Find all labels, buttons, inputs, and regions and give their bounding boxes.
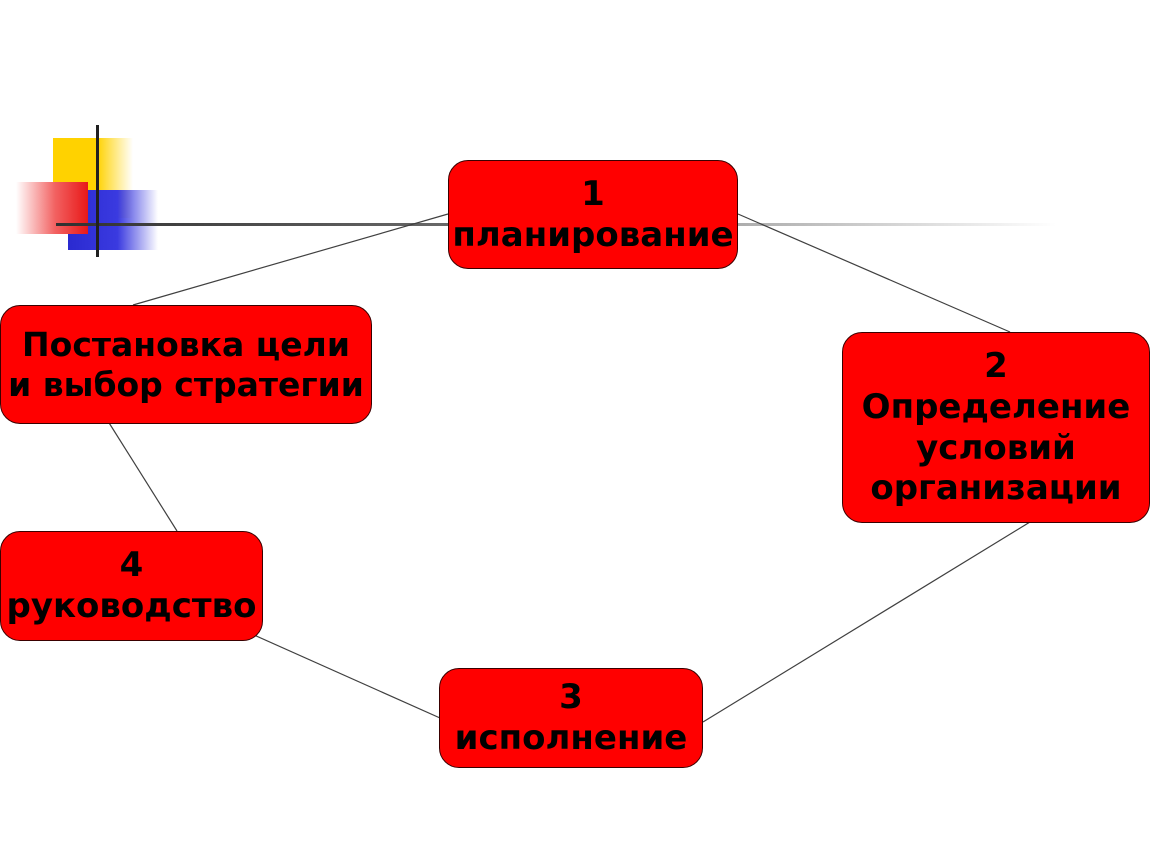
connector-goal-planning <box>132 213 449 306</box>
node-planning-number: 1 <box>581 173 605 214</box>
node-leadership-label: руководство <box>6 586 257 626</box>
node-planning-label: планирование <box>452 214 734 255</box>
node-organization-line2: условий <box>916 427 1076 468</box>
node-execution: 3 исполнение <box>439 668 703 768</box>
node-goal-strategy: Постановка цели и выбор стратегии <box>0 305 372 424</box>
node-organization-line1: Определение <box>861 386 1131 427</box>
node-organization: 2 Определение условий организации <box>842 332 1150 523</box>
node-organization-number: 2 <box>984 345 1008 386</box>
node-goal-line2: и выбор стратегии <box>8 364 364 404</box>
node-organization-line3: организации <box>870 468 1122 509</box>
node-goal-line1: Постановка цели <box>22 324 350 364</box>
connector-organization-execution <box>702 521 1031 723</box>
node-execution-number: 3 <box>559 677 583 718</box>
decor-vertical-line <box>96 125 99 257</box>
connector-leadership-goal <box>105 417 178 532</box>
node-leadership: 4 руководство <box>0 531 263 641</box>
node-leadership-number: 4 <box>119 545 144 586</box>
node-planning: 1 планирование <box>448 160 738 269</box>
node-execution-label: исполнение <box>454 718 688 758</box>
connector-planning-organization <box>737 213 1011 333</box>
connector-execution-leadership <box>253 634 450 723</box>
